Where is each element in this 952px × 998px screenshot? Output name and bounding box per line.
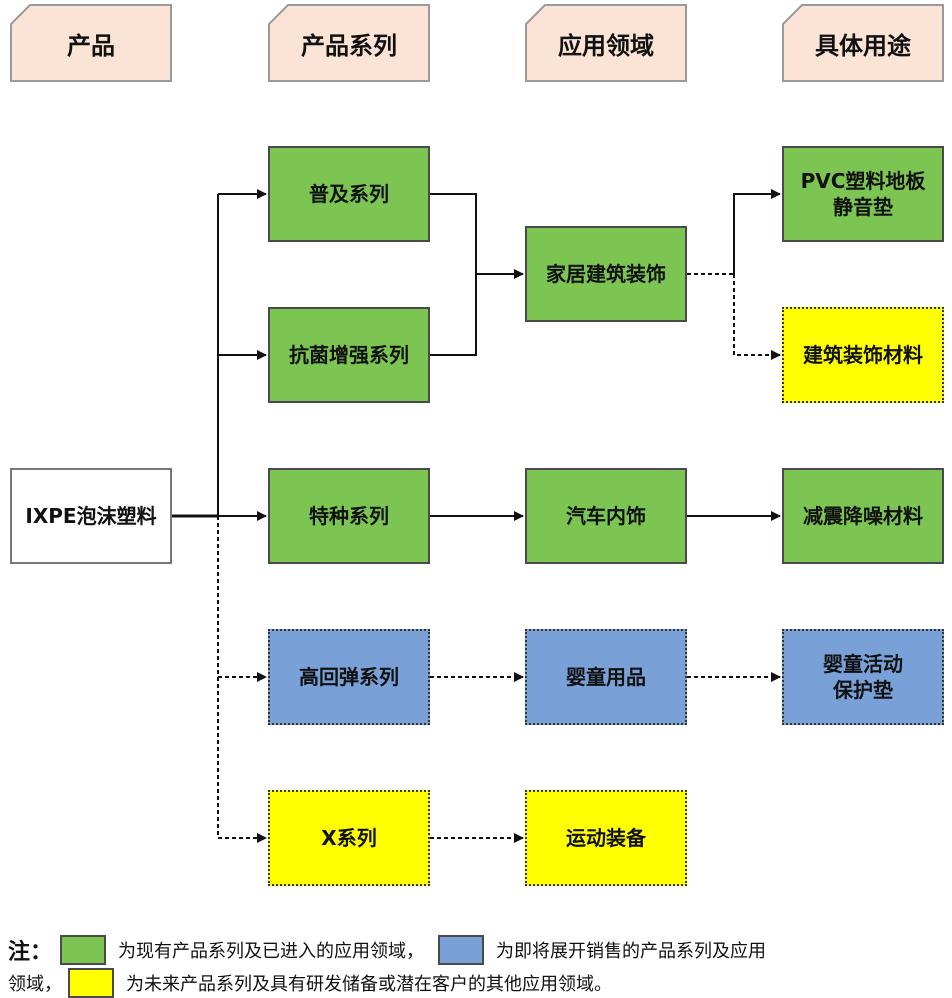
column-header-label: 产品 xyxy=(67,31,115,60)
legend-green-text: 为现有产品系列及已进入的应用领域， xyxy=(118,941,425,962)
node-use-pvc: PVC塑料地板 静音垫 xyxy=(782,146,944,242)
header-shape xyxy=(10,4,172,82)
column-header-product: 产品 xyxy=(10,4,172,82)
node-label: 高回弹系列 xyxy=(299,665,399,689)
legend-line-2: 领域， 为未来产品系列及具有研发储备或潜在客户的其他应用领域。 xyxy=(8,968,612,998)
legend-swatch-blue xyxy=(438,935,485,965)
merge-kangjun xyxy=(430,274,477,356)
column-header-field: 应用领域 xyxy=(525,4,687,82)
node-label: 婴童用品 xyxy=(566,665,646,689)
node-label: 婴童活动 保护垫 xyxy=(823,652,903,702)
node-label: IXPE泡沫塑料 xyxy=(25,504,157,528)
arrow-to-jianzhu xyxy=(733,274,781,360)
node-label: PVC塑料地板 静音垫 xyxy=(800,169,926,219)
legend-swatch-yellow xyxy=(68,968,114,998)
node-label: X系列 xyxy=(321,826,377,850)
node-series-gaohuitan: 高回弹系列 xyxy=(268,629,430,725)
node-field-yingtong: 婴童用品 xyxy=(525,629,687,725)
node-use-jianzhen: 减震降噪材料 xyxy=(782,468,944,564)
merge-pujixilie xyxy=(430,193,477,274)
node-label: 家居建筑装饰 xyxy=(546,262,666,286)
legend-yellow-text: 为未来产品系列及具有研发储备或潜在客户的其他应用领域。 xyxy=(126,974,612,995)
legend-blue-text: 为即将展开销售的产品系列及应用 xyxy=(496,941,767,962)
node-label: 运动装备 xyxy=(566,826,646,850)
column-header-use: 具体用途 xyxy=(782,4,944,82)
node-use-baohudian: 婴童活动 保护垫 xyxy=(782,629,944,725)
header-shape xyxy=(782,4,944,82)
node-series-puji: 普及系列 xyxy=(268,146,430,242)
node-field-yundong: 运动装备 xyxy=(525,790,687,886)
column-header-label: 具体用途 xyxy=(815,31,911,60)
node-series-kangjun: 抗菌增强系列 xyxy=(268,307,430,403)
node-use-jianzhu: 建筑装饰材料 xyxy=(782,307,944,403)
node-root: IXPE泡沫塑料 xyxy=(10,468,172,564)
node-label: 减震降噪材料 xyxy=(803,504,923,528)
node-label: 特种系列 xyxy=(309,504,389,528)
node-label: 抗菌增强系列 xyxy=(289,343,409,367)
legend-note-label: 注： xyxy=(8,940,53,965)
node-series-tezhong: 特种系列 xyxy=(268,468,430,564)
node-label: 普及系列 xyxy=(309,182,389,206)
node-field-qiche: 汽车内饰 xyxy=(525,468,687,564)
column-header-series: 产品系列 xyxy=(268,4,430,82)
legend-line2-prefix: 领域， xyxy=(8,974,62,995)
node-label: 建筑装饰材料 xyxy=(803,343,923,367)
node-label: 汽车内饰 xyxy=(566,504,646,528)
legend-swatch-green xyxy=(60,935,107,965)
node-series-x: X系列 xyxy=(268,790,430,886)
header-shape xyxy=(268,4,430,82)
column-header-label: 产品系列 xyxy=(301,31,397,60)
column-header-label: 应用领域 xyxy=(558,31,654,60)
header-shape xyxy=(525,4,687,82)
node-field-jiaju: 家居建筑装饰 xyxy=(525,226,687,322)
legend-line-1: 注： 为现有产品系列及已进入的应用领域， 为即将展开销售的产品系列及应用 xyxy=(8,934,766,966)
arrow-to-pvc xyxy=(733,189,781,274)
